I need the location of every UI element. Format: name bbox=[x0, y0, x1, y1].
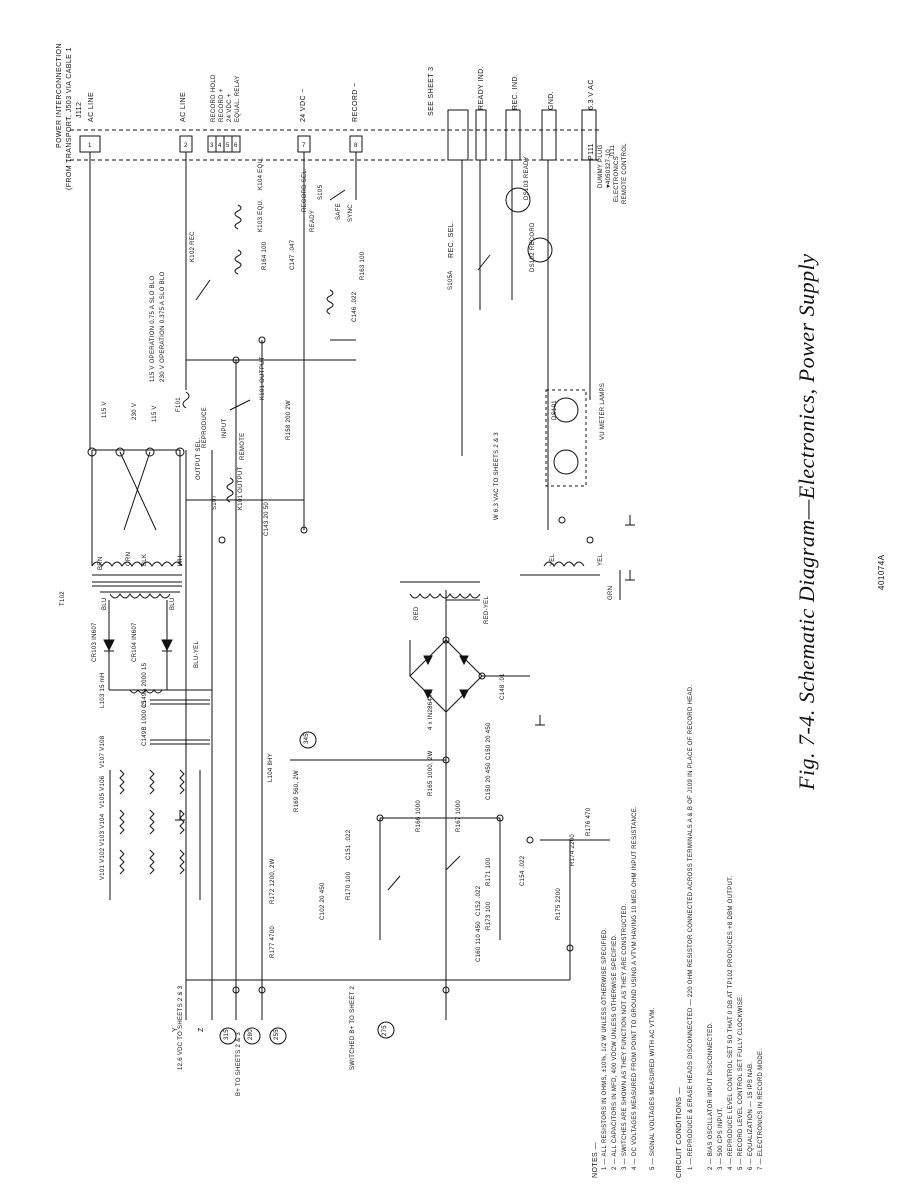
callout-315 bbox=[219, 1027, 237, 1045]
lamp-ds101-a bbox=[553, 397, 579, 423]
lamp-ds103 bbox=[505, 187, 531, 213]
terminal-number-6: 6 bbox=[234, 143, 238, 149]
lamp-ds101-b bbox=[553, 449, 579, 475]
terminal-strip-j111 bbox=[447, 109, 597, 161]
callout-345 bbox=[299, 731, 317, 749]
terminal-number-1: 1 bbox=[88, 143, 92, 149]
terminal-points bbox=[218, 336, 594, 994]
j111-pin-7 bbox=[475, 109, 487, 161]
diode-cr103 bbox=[103, 600, 115, 690]
callout-255 bbox=[269, 1027, 287, 1045]
terminal-number-2: 2 bbox=[184, 143, 188, 149]
terminal-number-4: 4 bbox=[218, 143, 222, 149]
terminal-number-5: 5 bbox=[226, 143, 230, 149]
lamp-ds102 bbox=[527, 237, 553, 263]
callout-280 bbox=[243, 1027, 261, 1045]
terminal-number-8: 8 bbox=[354, 143, 358, 149]
j111-pins-5-6 bbox=[447, 109, 469, 161]
j111-pin-8 bbox=[505, 109, 521, 161]
callout-275 bbox=[377, 1021, 395, 1039]
relays-switches bbox=[195, 189, 491, 891]
terminal-6 bbox=[231, 135, 241, 153]
bridge-rectifier bbox=[409, 620, 530, 713]
tube-filaments bbox=[109, 769, 201, 900]
j111-pin-9 bbox=[541, 109, 557, 161]
ground-symbols bbox=[175, 515, 635, 821]
terminal-number-7: 7 bbox=[302, 143, 306, 149]
transformer-t102 bbox=[91, 561, 621, 600]
vu-lamp-box bbox=[545, 389, 587, 487]
j111-pin-10 bbox=[581, 109, 597, 161]
terminal-number-3: 3 bbox=[210, 143, 214, 149]
diode-cr104 bbox=[161, 600, 173, 690]
lamps bbox=[505, 187, 587, 487]
